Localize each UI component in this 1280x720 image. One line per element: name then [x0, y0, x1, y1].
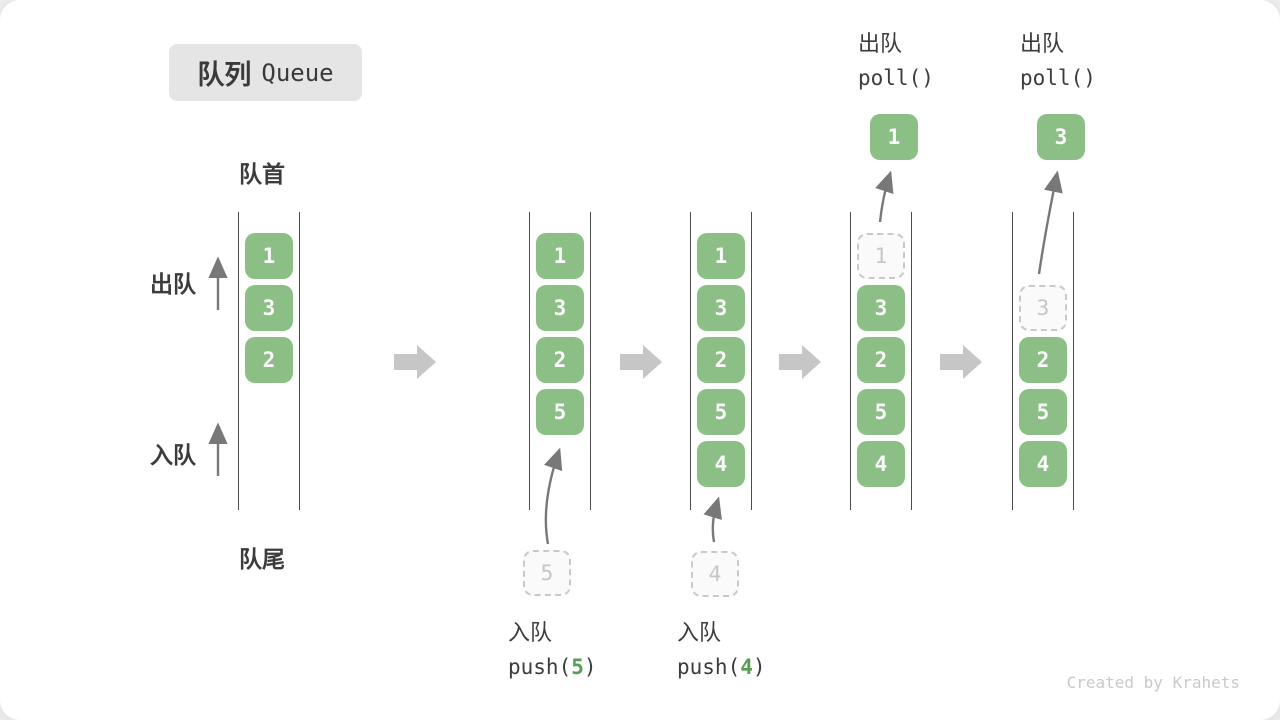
- queue-cell: 2: [857, 337, 905, 383]
- queue-cell: 3: [697, 285, 745, 331]
- op-label-push5: 入队 push(5): [508, 615, 597, 685]
- watermark: Created by Krahets: [1066, 673, 1240, 692]
- op-action-enqueue: 入队: [677, 620, 722, 645]
- op-action-enqueue: 入队: [508, 620, 553, 645]
- queue-cell: 2: [536, 337, 584, 383]
- queue-cell: 1: [536, 233, 584, 279]
- op-label-push4: 入队 push(4): [677, 615, 766, 685]
- transition-arrow-icon: [620, 345, 662, 379]
- code-arg: 5: [571, 655, 584, 679]
- queue-cell: 4: [697, 441, 745, 487]
- queue-channel-4: [850, 212, 912, 510]
- ghost-cell-polled-1: 1: [857, 233, 905, 279]
- queue-cell: 5: [1019, 389, 1067, 435]
- code-arg: 4: [740, 655, 753, 679]
- queue-channel-2: [529, 212, 591, 510]
- queue-cell: 3: [245, 285, 293, 331]
- transition-arrow-icon: [394, 345, 436, 379]
- code-close: ): [752, 655, 766, 679]
- queue-cell: 5: [536, 389, 584, 435]
- queue-front-label: 队首: [239, 161, 285, 187]
- dequeue-side-label: 出队: [150, 271, 196, 297]
- op-label-poll-3: 出队 poll(): [1020, 26, 1096, 96]
- title-badge: 队列 Queue: [169, 44, 362, 101]
- op-code-push4: push(4): [677, 650, 766, 685]
- queue-channel-1: [238, 212, 300, 510]
- queue-cell: 3: [536, 285, 584, 331]
- op-action-dequeue: 出队: [858, 31, 903, 56]
- staging-cell-push4: 4: [691, 551, 739, 597]
- title-zh: 队列: [197, 60, 252, 90]
- queue-channel-5: [1012, 212, 1074, 510]
- enqueue-side-label: 入队: [150, 442, 196, 468]
- code-close: ): [583, 655, 597, 679]
- queue-cell: 1: [697, 233, 745, 279]
- code-fn: push(: [508, 655, 572, 679]
- queue-cell: 2: [245, 337, 293, 383]
- queue-cell: 4: [857, 441, 905, 487]
- ghost-cell-polled-3: 3: [1019, 285, 1067, 331]
- popped-cell-3: 3: [1037, 114, 1085, 160]
- transition-arrow-icon: [779, 345, 821, 379]
- queue-cell: 2: [697, 337, 745, 383]
- popped-cell-1: 1: [870, 114, 918, 160]
- title-en: Queue: [261, 58, 334, 87]
- op-action-dequeue: 出队: [1020, 31, 1065, 56]
- op-code-poll: poll(): [1020, 66, 1096, 90]
- op-code-push5: push(5): [508, 650, 597, 685]
- code-fn: push(: [677, 655, 741, 679]
- queue-rear-label: 队尾: [239, 546, 285, 572]
- queue-channel-3: [690, 212, 752, 510]
- staging-cell-push5: 5: [523, 550, 571, 596]
- queue-cell: 2: [1019, 337, 1067, 383]
- queue-cell: 3: [857, 285, 905, 331]
- queue-cell: 5: [857, 389, 905, 435]
- transition-arrow-icon: [940, 345, 982, 379]
- queue-cell: 5: [697, 389, 745, 435]
- queue-cell: 4: [1019, 441, 1067, 487]
- op-code-poll: poll(): [858, 66, 934, 90]
- queue-cell: 1: [245, 233, 293, 279]
- op-label-poll-1: 出队 poll(): [858, 26, 934, 96]
